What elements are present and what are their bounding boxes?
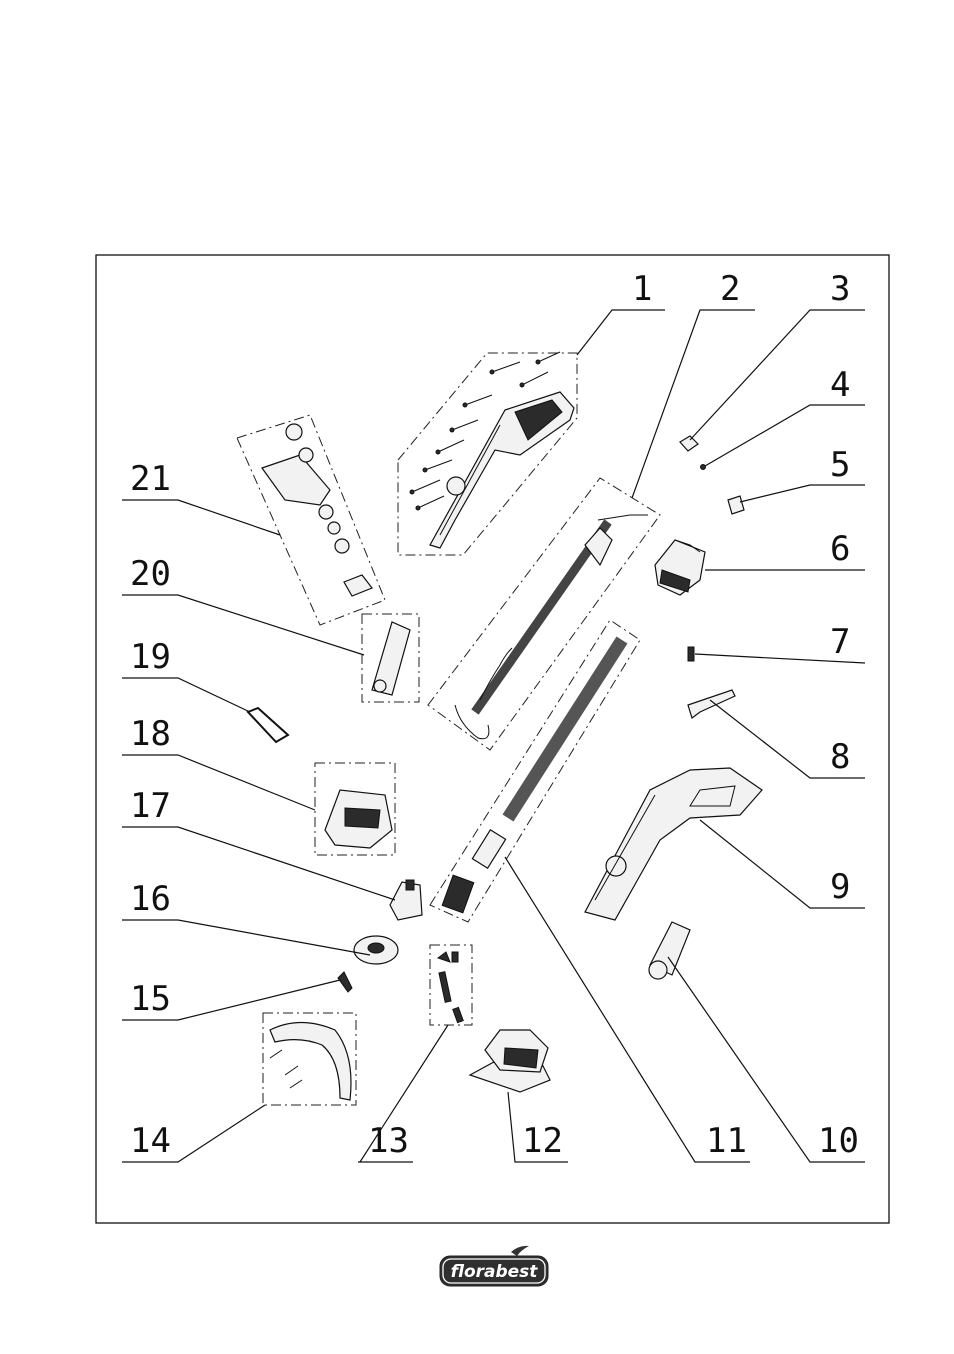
part-8-lever (687, 689, 736, 719)
part-4-pin (700, 464, 706, 470)
part-3-clip (679, 435, 699, 452)
part-19-wire-clip (246, 706, 290, 744)
callout-18: 18 (130, 714, 171, 754)
part-5-connector (727, 495, 745, 515)
part-6-battery-pack (654, 539, 706, 596)
callout-16: 16 (130, 879, 171, 919)
callout-14: 14 (130, 1121, 171, 1161)
callout-17: 17 (130, 786, 171, 826)
part-7-spring (687, 646, 695, 662)
callout-15: 15 (130, 979, 171, 1019)
florabest-logo: florabest (439, 1245, 549, 1287)
callout-numbers: 1 2 3 4 5 6 7 8 9 10 11 12 13 14 15 16 1… (130, 269, 859, 1161)
leader-lines (122, 309, 866, 1163)
part-14-guard (262, 1012, 357, 1106)
part-10-motor-clamp (648, 921, 691, 980)
part-16-spool-base (353, 935, 399, 965)
callout-12: 12 (522, 1121, 563, 1161)
callout-7: 7 (830, 622, 850, 662)
callout-21: 21 (130, 459, 171, 499)
callout-6: 6 (830, 529, 850, 569)
callout-20: 20 (130, 554, 171, 594)
diagram-frame (95, 254, 890, 1224)
callout-5: 5 (830, 445, 850, 485)
part-1-handle-housing (397, 351, 578, 556)
part-2-upper-shaft (427, 477, 661, 751)
part-20-bracket (361, 613, 420, 703)
part-15-screw (337, 971, 353, 993)
part-17-spool-holder (389, 879, 423, 921)
part-11-lower-shaft (429, 619, 641, 923)
part-12-motor-housing (468, 1029, 551, 1093)
logo-text: florabest (451, 1262, 539, 1282)
callout-19: 19 (130, 637, 171, 677)
callout-10: 10 (818, 1121, 859, 1161)
callout-11: 11 (706, 1121, 747, 1161)
callout-9: 9 (830, 867, 850, 907)
part-18-head-housing (314, 762, 396, 856)
part-21-spool-assembly (236, 414, 386, 626)
callout-8: 8 (830, 737, 850, 777)
callout-1: 1 (632, 269, 652, 309)
part-13-blade-kit (429, 944, 473, 1026)
part-9-lower-housing (584, 767, 763, 921)
callout-4: 4 (830, 365, 850, 405)
callout-2: 2 (720, 269, 740, 309)
callout-3: 3 (830, 269, 850, 309)
callout-13: 13 (368, 1121, 409, 1161)
